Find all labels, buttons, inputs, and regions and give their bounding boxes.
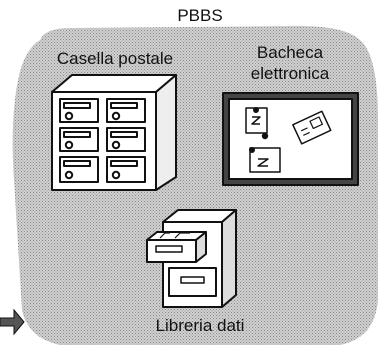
mailbox-label: Casella postale (56, 49, 174, 68)
mailbox-cabinet-icon (51, 74, 177, 191)
mailbox-doors (59, 98, 146, 183)
arrow-icon (0, 308, 25, 336)
diagram-title: PBBS (177, 6, 223, 25)
bulletin-board-label-line2: elettronica (250, 64, 330, 83)
corkboard-icon (222, 92, 359, 186)
library-label: Libreria dati (155, 316, 245, 335)
file-cabinet-icon (146, 209, 237, 308)
bulletin-board-label-line1: Bacheca (256, 43, 324, 62)
